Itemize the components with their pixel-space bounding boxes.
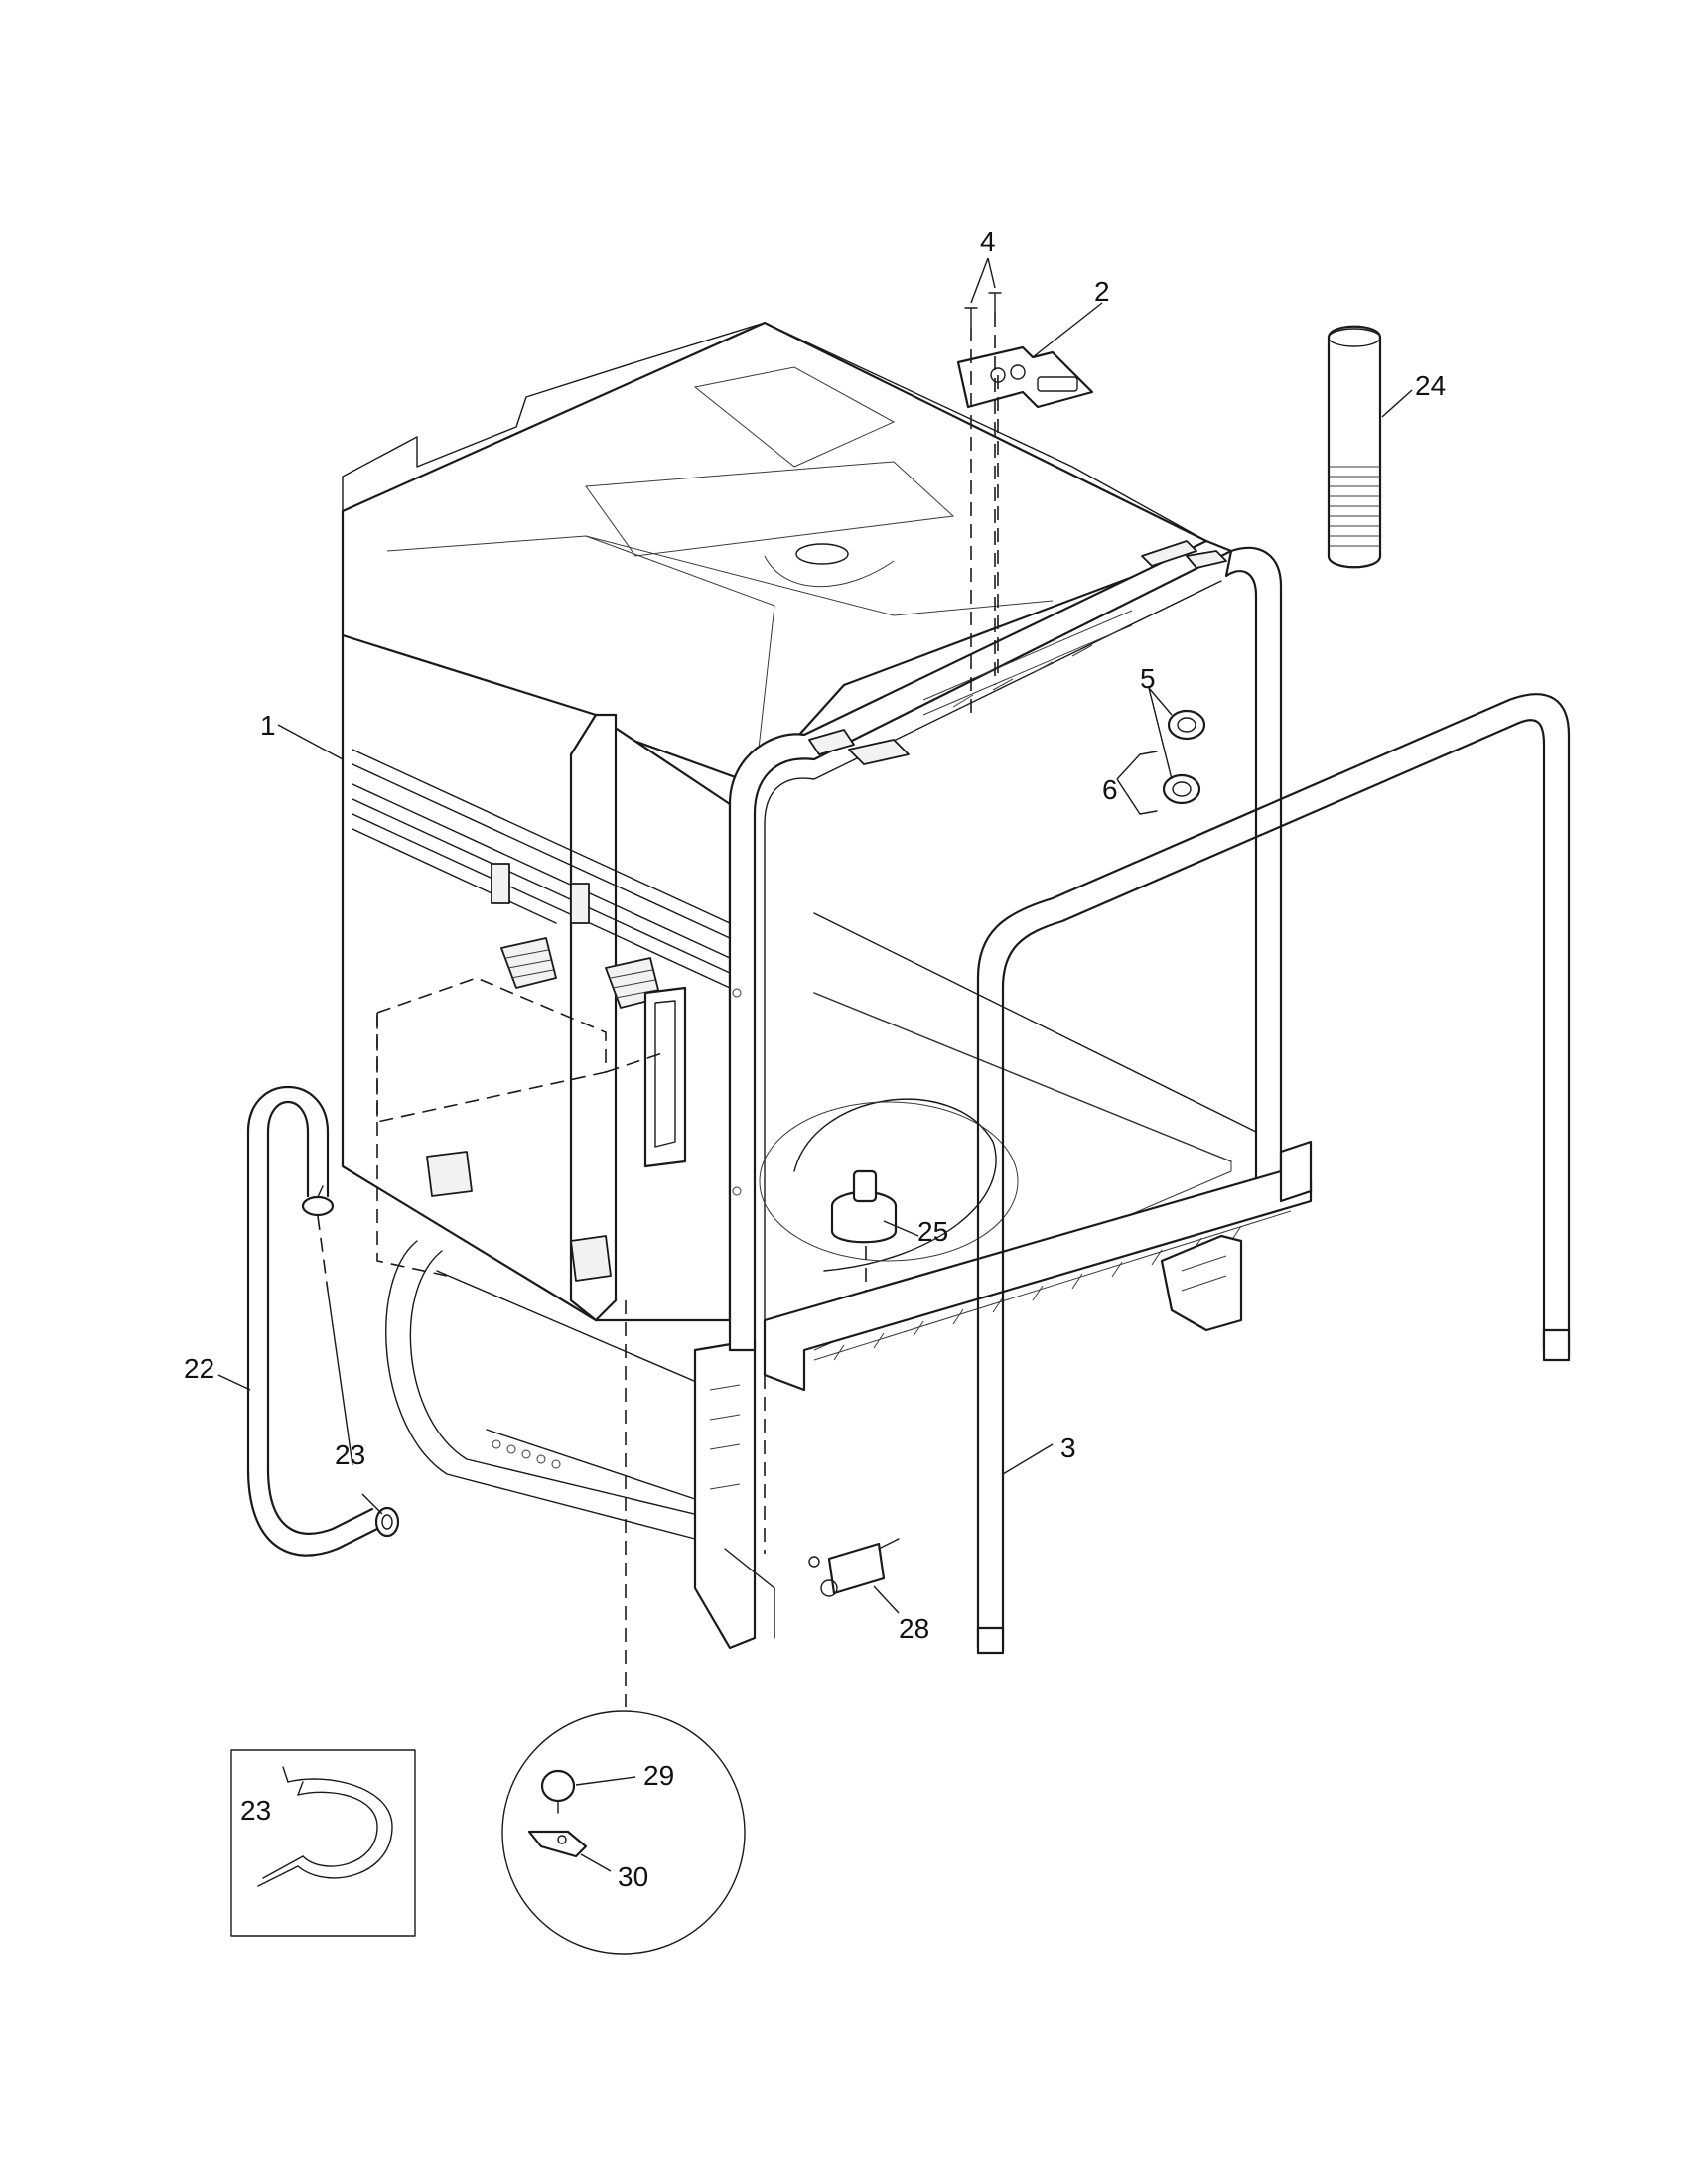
leader-lines	[217, 257, 1413, 1872]
fill-hose-part-24	[1327, 325, 1382, 569]
callout-5: 5	[1140, 663, 1156, 694]
dash-guide-hose	[317, 1215, 329, 1292]
detail-inset-circle	[501, 1710, 746, 1955]
callout-30: 30	[618, 1861, 648, 1892]
callout-23-inset: 23	[240, 1795, 271, 1826]
screws-part-6	[1139, 751, 1158, 815]
drain-hose-part-22	[246, 1086, 379, 1557]
switch-part-28	[808, 1538, 900, 1597]
clamp-part-23-upper	[301, 1185, 335, 1217]
callout-6: 6	[1102, 774, 1118, 805]
dash-guide-hinge	[970, 313, 999, 715]
callout-2: 2	[1094, 276, 1110, 307]
rail-holes	[492, 1439, 561, 1469]
callout-25: 25	[917, 1216, 948, 1247]
clamp-part-23-lower	[374, 1506, 400, 1538]
screws-part-4	[964, 292, 1002, 329]
bushings-part-5	[1162, 709, 1206, 805]
callout-29: 29	[643, 1760, 674, 1791]
callout-1: 1	[260, 710, 276, 741]
float-part-25	[830, 1169, 898, 1291]
door-gasket-part-3	[976, 693, 1571, 1655]
callout-4: 4	[980, 226, 996, 257]
callout-22: 22	[184, 1353, 214, 1384]
callout-23-lower: 23	[335, 1439, 365, 1470]
hinge-plate-part-2	[956, 345, 1094, 409]
callout-28: 28	[899, 1613, 929, 1644]
tub-assembly	[341, 321, 1208, 1650]
callout-24: 24	[1415, 370, 1446, 401]
callout-3: 3	[1060, 1433, 1076, 1463]
detail-inset-square	[230, 1749, 416, 1937]
front-frame	[728, 539, 1313, 1392]
